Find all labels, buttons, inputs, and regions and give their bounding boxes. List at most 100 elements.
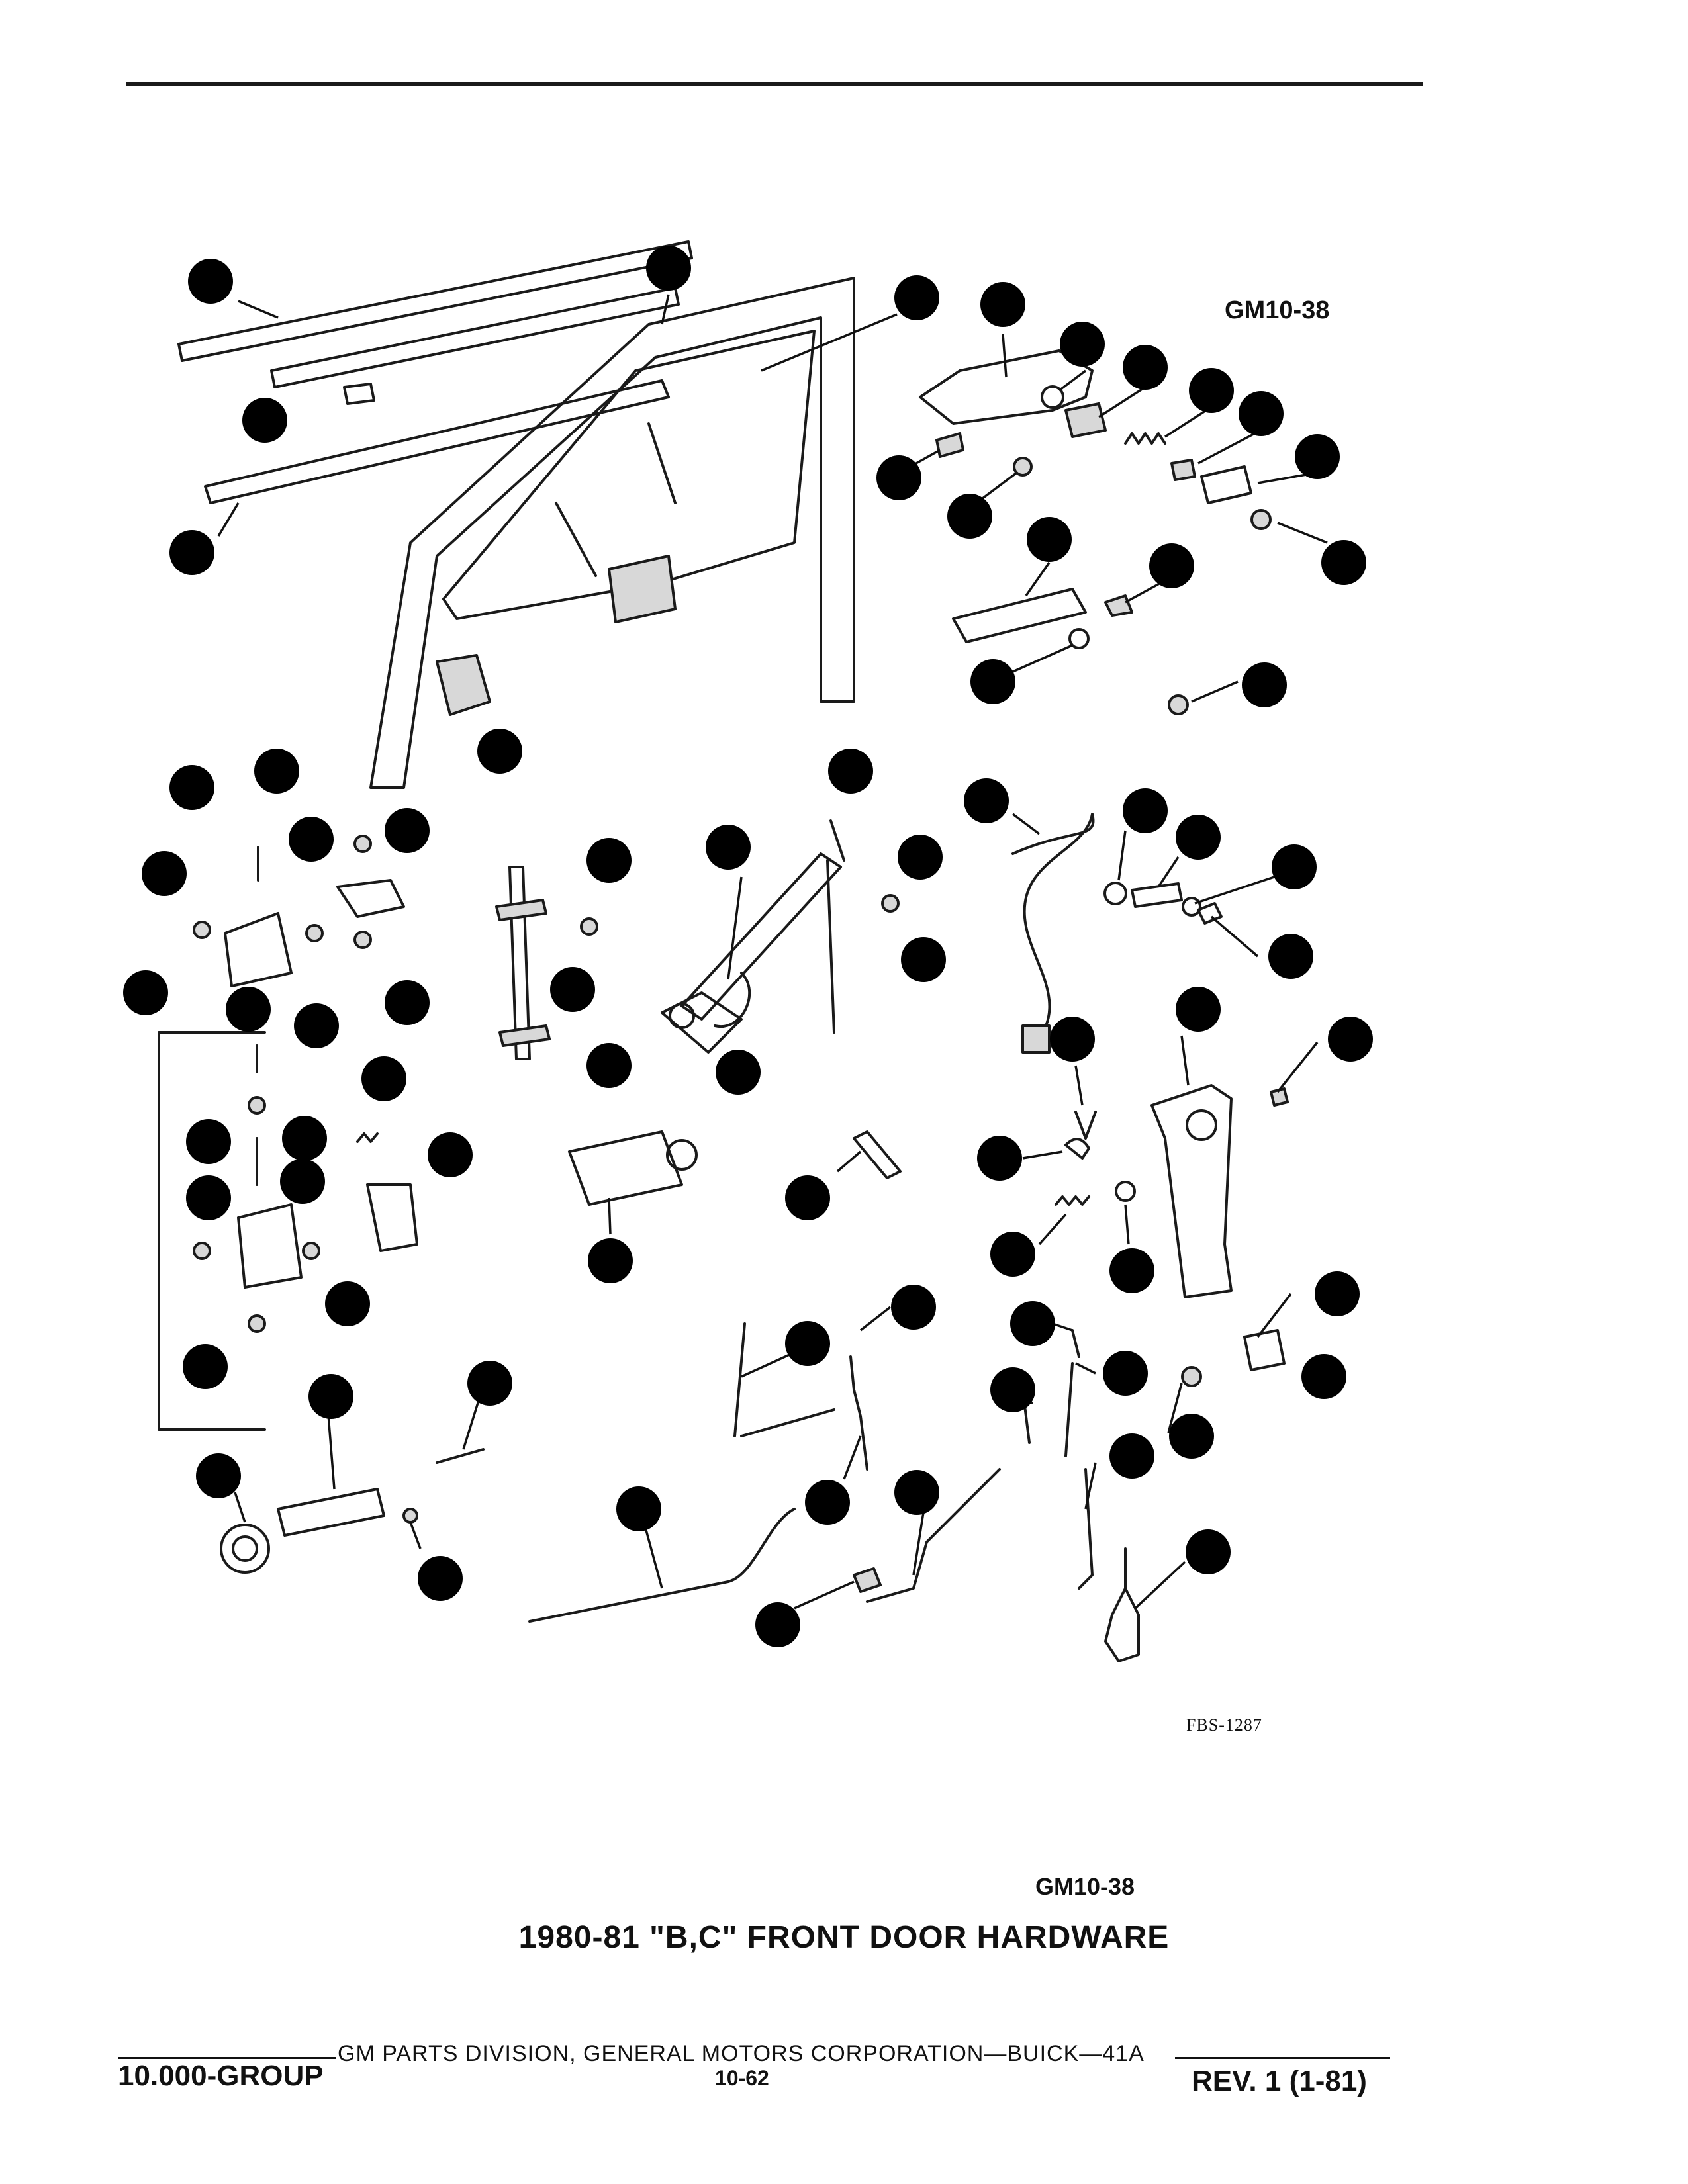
callout-33: 33 (990, 1367, 1035, 1412)
figure-number-top: GM10-38 (1225, 296, 1330, 324)
callout-63: 63 (550, 967, 595, 1012)
callout-52: 52 (361, 1056, 406, 1101)
callout-56: 56 (294, 1003, 339, 1048)
callout-number: 22 (1288, 866, 1300, 878)
callout-number: 35 (994, 1158, 1006, 1169)
part-34-spring (1055, 1195, 1090, 1206)
part-9-spring (1124, 432, 1166, 445)
part-48-check (277, 1488, 385, 1537)
callout-38: 38 (1301, 1354, 1346, 1399)
callout-27: 27 (785, 1175, 830, 1220)
callout-17: 17 (947, 494, 992, 539)
callout-1: 1 (188, 259, 233, 304)
callout-39: 39 (1010, 1301, 1055, 1346)
callout-59: 59 (226, 987, 271, 1032)
callout-60: 60 (169, 765, 214, 810)
callout-14: 14 (1149, 543, 1194, 588)
part-63-run-channel (495, 866, 551, 1060)
part-20-bushing (1103, 882, 1127, 905)
part-17-screw (1013, 457, 1033, 477)
part-66-clip (343, 383, 375, 405)
part-15-spring (1068, 628, 1090, 649)
part-57-lower-hinge-bracket (158, 1031, 266, 1431)
callout-number: 18 (893, 477, 905, 488)
callout-number: 13 (1258, 684, 1270, 696)
callout-25: 25 (1176, 987, 1221, 1032)
callout-44: 44 (755, 1602, 800, 1647)
callout-number: 42 (1202, 1551, 1214, 1563)
callout-number: 46 (484, 1383, 496, 1394)
callout-number: 66 (259, 420, 271, 431)
callout-19: 19 (964, 778, 1009, 823)
callout-number: 36 (1126, 1270, 1138, 1281)
part-7-gasket (1041, 385, 1064, 409)
callout-number: 15 (987, 681, 999, 692)
callout-35: 35 (977, 1136, 1022, 1181)
part-67-guide (829, 819, 845, 862)
callout-number: 51 (444, 1154, 456, 1165)
callout-34: 34 (990, 1232, 1035, 1277)
part-49-plug (220, 1524, 270, 1574)
callout-51: 51 (428, 1132, 473, 1177)
callout-number: 3 (189, 552, 195, 563)
callout-26: 26 (1050, 1017, 1095, 1062)
callout-number: 65 (494, 751, 506, 762)
callout-48: 48 (308, 1374, 353, 1419)
part-12-nut (1250, 509, 1272, 530)
part-25-door-lock (1150, 1084, 1233, 1298)
part-54-hinge (237, 1203, 303, 1289)
callout-number: 19 (980, 800, 992, 811)
callout-number: 34 (1007, 1253, 1019, 1265)
part-39-screw (1071, 1329, 1080, 1358)
part-40-rod (1064, 1362, 1074, 1457)
callout-number: 25 (1192, 1009, 1204, 1020)
callout-41: 41 (1109, 1433, 1154, 1479)
callout-number: 52 (378, 1078, 390, 1089)
figure-code: FBS-1287 (1186, 1715, 1262, 1735)
callout-58: 58 (385, 808, 430, 853)
callout-number: 62 (305, 839, 317, 850)
callout-number: 48 (325, 1396, 337, 1407)
callout-number: 59 (242, 1009, 254, 1020)
callout-number: 21 (1192, 837, 1204, 848)
part-26-clip (1074, 1111, 1097, 1140)
callout-number: 9 (1209, 390, 1215, 401)
part-42-lock-actuator (1104, 1547, 1140, 1662)
callout-number: 41 (1126, 1455, 1138, 1467)
callout-10: 10 (1239, 391, 1284, 436)
leader-lines (217, 294, 1328, 1610)
callout-6: 6 (980, 282, 1025, 327)
part-13-nut (1168, 694, 1189, 715)
callout-31: 31 (891, 1285, 936, 1330)
callout-number: 56 (310, 1025, 322, 1036)
part-69-channel (826, 859, 835, 1034)
callout-number: 7 (1080, 343, 1086, 355)
callout-58: 58 (385, 980, 430, 1025)
callout-70: 70 (586, 1043, 632, 1088)
callout-number: 31 (908, 1306, 919, 1318)
callout-7: 7 (1060, 322, 1105, 367)
part-41-rod (1078, 1468, 1094, 1590)
callout-15: 15 (970, 659, 1015, 704)
callout-50: 50 (186, 1175, 231, 1220)
callout-balloons: 1345678910111213141516171819202122232425… (123, 246, 1373, 1647)
part-4-window-frame (369, 277, 855, 789)
callout-50: 50 (325, 1281, 370, 1326)
callout-36: 36 (1315, 1271, 1360, 1316)
callout-number: 44 (772, 1624, 784, 1635)
diagram-title: 1980-81 "B,C" FRONT DOOR HARDWARE (518, 1920, 1170, 1955)
callout-71: 71 (716, 1050, 761, 1095)
part-1-upper-weatherstrip (177, 240, 693, 388)
part-5-door-glass (442, 330, 816, 623)
callout-47: 47 (418, 1556, 463, 1601)
callout-number: 12 (1338, 562, 1350, 573)
callout-number: 57 (140, 992, 152, 1003)
callout-number: 8 (1143, 367, 1149, 378)
callout-number: 55 (203, 1141, 214, 1152)
callout-18: 18 (876, 455, 921, 500)
callout-number: 47 (434, 1578, 446, 1589)
callout-number: 36 (1331, 1293, 1343, 1304)
callout-59: 59 (142, 851, 187, 896)
